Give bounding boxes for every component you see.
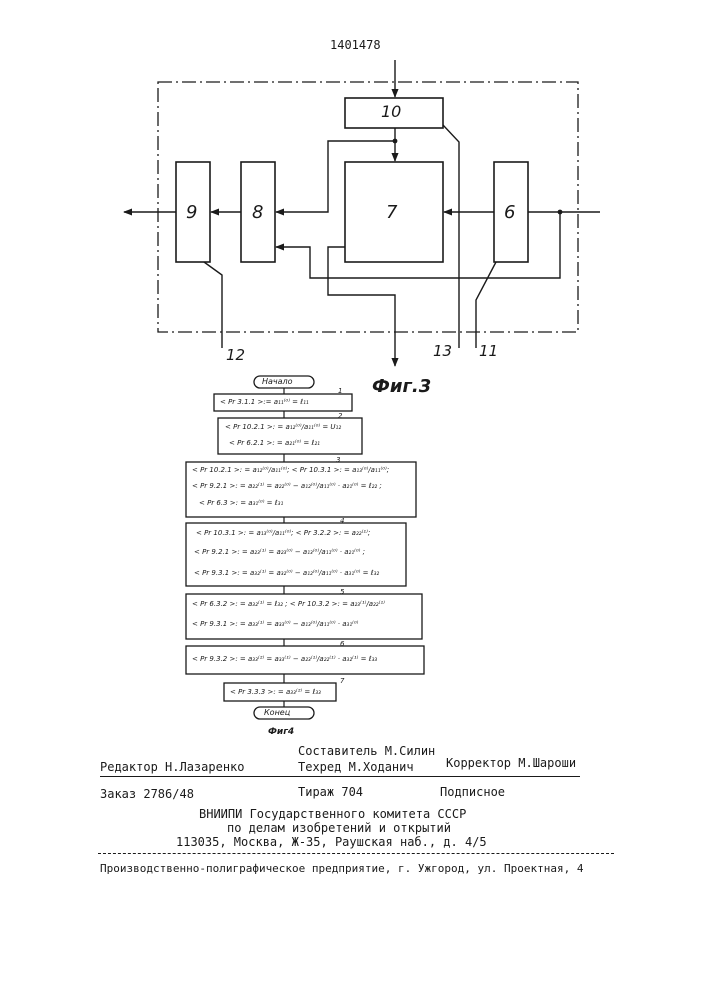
imprint-editor: Редактор Н.Лазаренко [100,760,245,774]
divider-top [100,776,580,777]
step-2-line-2: < Pr 6.2.1 >: = a₂₁⁽⁰⁾ = ℓ₂₁ [229,439,320,447]
imprint-techred: Техред М.Ходанич [298,760,414,774]
imprint-order: Заказ 2786/48 [100,787,194,801]
end-label: Конец [264,708,290,717]
step-6-number: 6 [340,640,344,648]
step-1-number: 1 [338,387,342,395]
start-label: Начало [262,377,293,386]
step-4-line-3: < Pr 9.3.1 >: = a₃₂⁽¹⁾ = a₃₂⁽⁰⁾ − a₁₂⁽⁰⁾… [194,569,379,577]
step-1-line-1: < Pr 3.1.1 >:= a₁₁⁽⁰⁾ = ℓ₁₁ [220,398,309,406]
step-5-line-2: < Pr 9.3.1 >: = a₃₃⁽¹⁾ = a₃₃⁽⁰⁾ − a₁₃⁽⁰⁾… [192,620,358,628]
step-4-line-1: < Pr 10.3.1 >: = a₁₃⁽⁰⁾/a₁₁⁽⁰⁾; < Pr 3.2… [196,529,370,537]
imprint-compiler: Составитель М.Силин [298,744,435,758]
divider-bottom [98,853,614,854]
step-2-number: 2 [338,412,342,420]
imprint-org-line-2: по делам изобретений и открытий [227,821,451,835]
step-5-line-1: < Pr 6.3.2 >: = a₃₂⁽¹⁾ = ℓ₃₂ ; < Pr 10.3… [192,600,385,608]
fig4-flowchart [0,0,707,740]
step-6-line-1: < Pr 9.3.2 >: = a₃₃⁽²⁾ = a₃₃⁽¹⁾ − a₂₃⁽¹⁾… [192,655,377,663]
step-4-number: 4 [340,517,344,525]
step-3-line-1: < Pr 10.2.1 >: = a₁₂⁽⁰⁾/a₁₁⁽⁰⁾; < Pr 10.… [192,466,389,474]
step-3-number: 3 [336,456,340,464]
imprint-printer: Производственно-полиграфическое предприя… [100,862,583,875]
step-3-line-2: < Pr 9.2.1 >: = a₂₂⁽¹⁾ = a₂₂⁽⁰⁾ − a₁₂⁽⁰⁾… [192,482,382,490]
imprint-circulation: Тираж 704 [298,785,363,799]
step-2-line-1: < Pr 10.2.1 >: = a₁₂⁽⁰⁾/a₁₁⁽⁰⁾ = U₁₂ [225,423,341,431]
imprint-subscription: Подписное [440,785,505,799]
imprint-address: 113035, Москва, Ж-35, Раушская наб., д. … [176,835,487,849]
fig4-caption: Фиг4 [268,727,294,737]
step-5-number: 5 [340,588,344,596]
imprint-corrector: Корректор М.Шароши [446,756,576,770]
step-7-line-1: < Pr 3.3.3 >: = a₃₃⁽²⁾ = ℓ₃₃ [230,688,321,696]
step-7-number: 7 [340,677,344,685]
step-3-line-3: < Pr 6.3 >: = a₃₁⁽⁰⁾ = ℓ₃₁ [199,499,283,507]
step-4-line-2: < Pr 9.2.1 >: = a₂₃⁽¹⁾ = a₂₃⁽⁰⁾ − a₁₃⁽⁰⁾… [194,548,365,556]
imprint-org-line-1: ВНИИПИ Государственного комитета СССР [199,807,466,821]
